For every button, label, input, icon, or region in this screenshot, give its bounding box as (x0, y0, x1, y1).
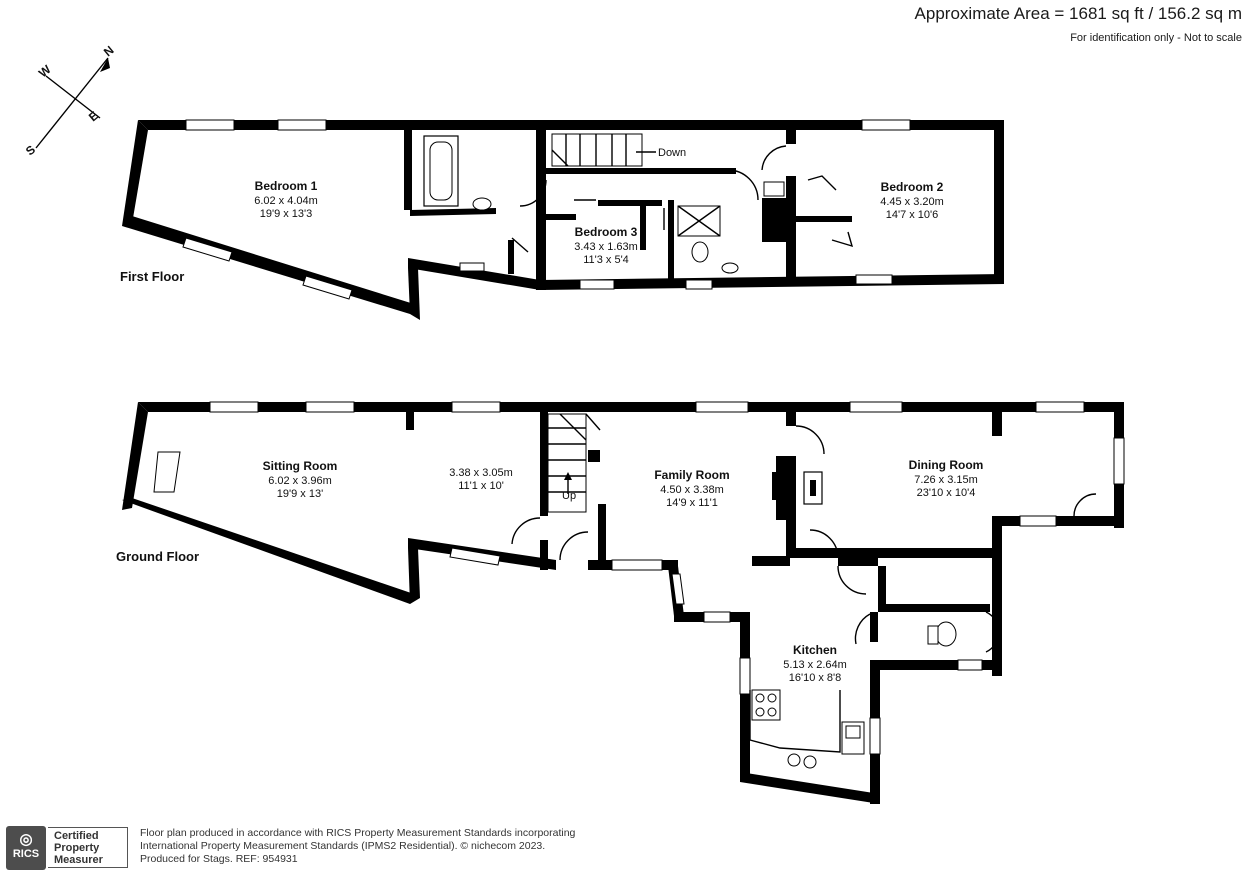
family-room-metric: 4.50 x 3.38m (660, 484, 724, 496)
first-floor-windows (182, 119, 911, 300)
compass-w: W (36, 62, 54, 80)
first-floor-plan: Down Bedroom 1 6.02 x 4.04m 1 (120, 119, 1004, 320)
bedroom-3-name: Bedroom 3 (575, 225, 638, 239)
compass-n: N (101, 43, 117, 59)
first-floor-doors (511, 145, 854, 253)
sitting-room-imperial: 19'9 x 13' (277, 488, 323, 500)
ground-floor-label: Ground Floor (116, 549, 199, 564)
compass-rose-icon: N S E W (23, 43, 117, 158)
ground-floor-plan: Up (116, 401, 1125, 804)
dining-room-imperial: 23'10 x 10'4 (917, 487, 976, 499)
stairs-up-label: Up (562, 490, 576, 502)
first-floor-internal-walls (404, 130, 852, 290)
annex-room-metric: 3.38 x 3.05m (449, 467, 513, 479)
bedroom-2-metric: 4.45 x 3.20m (880, 196, 944, 208)
footer-line-2: International Property Measurement Stand… (140, 840, 546, 852)
bedroom-1-imperial: 19'9 x 13'3 (260, 208, 313, 220)
stairs-down-label: Down (658, 147, 686, 159)
bedroom-1-metric: 6.02 x 4.04m (254, 195, 318, 207)
annex-room-imperial: 11'1 x 10' (458, 480, 504, 492)
sitting-room-metric: 6.02 x 3.96m (268, 475, 332, 487)
sitting-room-name: Sitting Room (263, 459, 338, 473)
family-room-name: Family Room (654, 468, 729, 482)
ground-floor-staircase: Up (547, 413, 601, 513)
bedroom-2-name: Bedroom 2 (881, 180, 944, 194)
ground-floor-fixtures (749, 471, 957, 769)
kitchen-metric: 5.13 x 2.64m (783, 659, 847, 671)
kitchen-name: Kitchen (793, 643, 837, 657)
footer-line-1: Floor plan produced in accordance with R… (140, 827, 576, 839)
ground-floor-windows (153, 401, 1125, 755)
footer-line-3: Produced for Stags. REF: 954931 (140, 853, 298, 865)
bedroom-3-metric: 3.43 x 1.63m (574, 241, 638, 253)
bedroom-2-imperial: 14'7 x 10'6 (886, 209, 939, 221)
first-floor-bathroom-fixtures (423, 135, 785, 274)
badge-line-1: Certified (54, 830, 99, 842)
certified-measurer-badge: Certified Property Measurer (48, 827, 128, 868)
bedroom-3-imperial: 11'3 x 5'4 (583, 254, 629, 266)
rics-logo-icon: ◎ RICS (6, 826, 46, 870)
footer-notes: Floor plan produced in accordance with R… (140, 827, 575, 866)
family-room-imperial: 14'9 x 11'1 (666, 497, 718, 509)
dining-room-name: Dining Room (909, 458, 984, 472)
rics-logo-text: RICS (12, 848, 40, 860)
bedroom-1-name: Bedroom 1 (255, 179, 318, 193)
first-floor-staircase: Down (551, 133, 686, 167)
approximate-area: Approximate Area = 1681 sq ft / 156.2 sq… (914, 4, 1242, 23)
ground-floor-doors (511, 425, 1097, 653)
dining-room-metric: 7.26 x 3.15m (914, 474, 978, 486)
kitchen-imperial: 16'10 x 8'8 (789, 672, 842, 684)
compass-s: S (23, 142, 38, 158)
identification-note: For identification only - Not to scale (1070, 32, 1242, 44)
first-floor-label: First Floor (120, 269, 184, 284)
ground-floor-internal-walls (406, 412, 1002, 642)
badge-line-3: Measurer (54, 854, 103, 866)
badge-line-2: Property (54, 842, 100, 854)
